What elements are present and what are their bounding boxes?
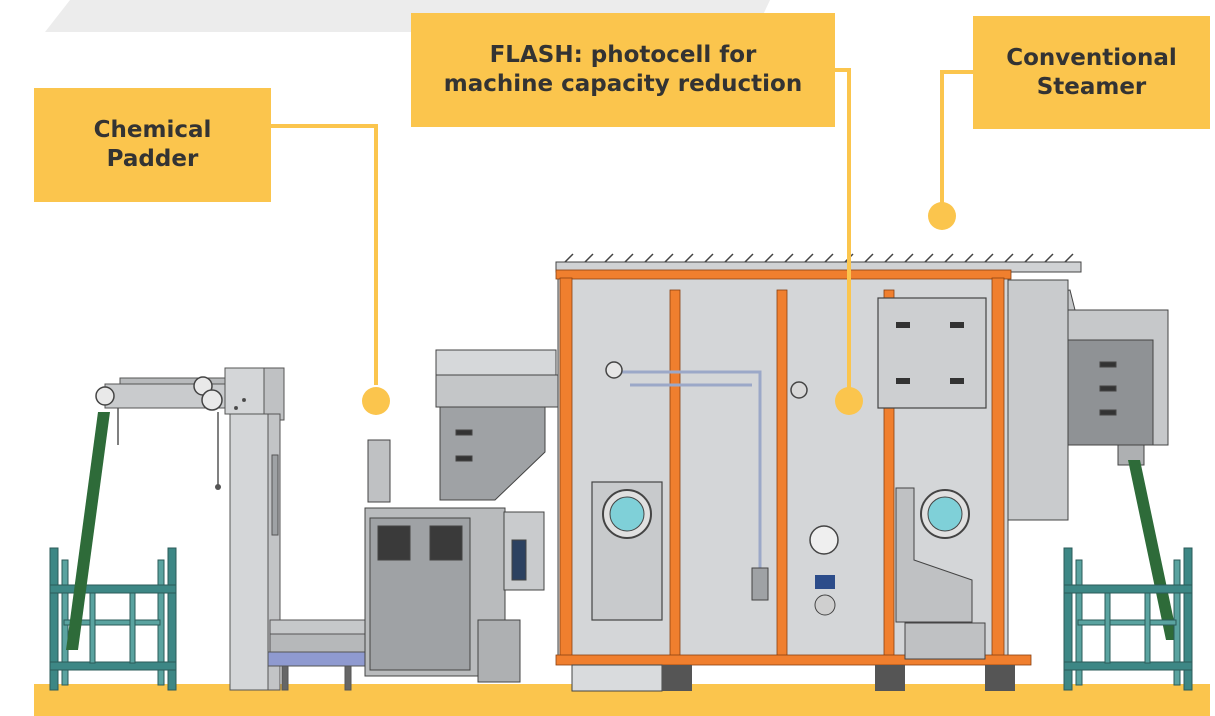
steamer-exit-unit [1007,279,1169,521]
right-fabric-belt [1128,460,1178,640]
callout-flash-label: FLASH: photocell for machine capacity re… [443,42,803,97]
flash-pointer-dot [835,387,863,415]
left-fabric-stand [49,547,177,691]
steamer-leader-line [940,70,973,212]
flash-leader-line [835,68,851,390]
padder-leader-line [271,124,378,385]
left-fabric-belt [66,412,110,650]
leader-lines [271,68,973,390]
steamer-body [555,253,1082,692]
feed-hopper [435,349,602,683]
control-cabinet [364,439,545,677]
padder-pointer-dot [362,387,390,415]
padder-entry-frame [95,376,233,490]
callout-padder-label: Chemical Padder [93,117,212,172]
padder-conveyor [267,619,369,691]
callout-flash-photocell: FLASH: photocell for machine capacity re… [411,13,835,127]
right-fabric-stand [1063,547,1193,691]
callout-conventional-steamer: Conventional Steamer [973,16,1210,129]
steamer-pointer-dot [928,202,956,230]
callout-steamer-label: Conventional Steamer [1006,44,1177,100]
callout-chemical-padder: Chemical Padder [34,88,271,202]
